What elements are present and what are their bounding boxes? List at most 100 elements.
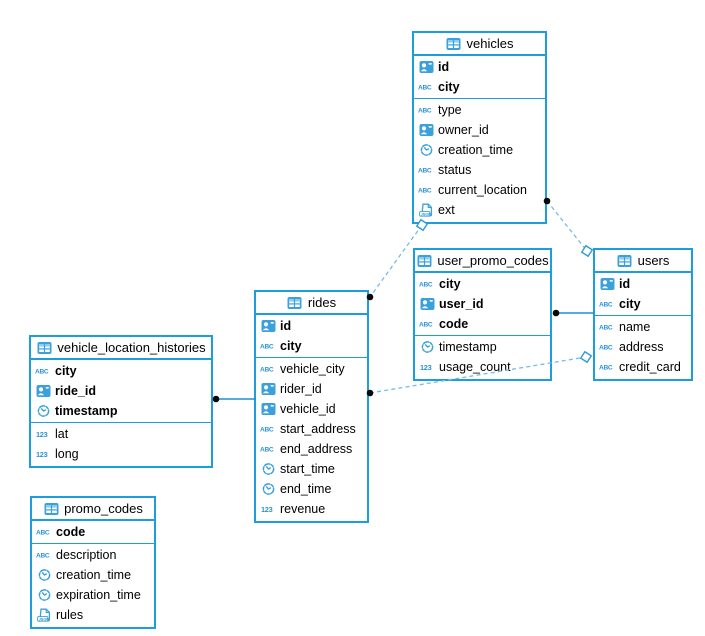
column-label: city bbox=[619, 297, 641, 311]
svg-text:ABC: ABC bbox=[419, 282, 433, 289]
column-row[interactable]: creation_time bbox=[414, 140, 545, 160]
column-row[interactable]: expiration_time bbox=[32, 585, 154, 605]
clock-icon bbox=[260, 462, 276, 476]
svg-text:ABC: ABC bbox=[419, 322, 433, 329]
person-icon bbox=[418, 123, 434, 137]
column-row[interactable]: ABC vehicle_city bbox=[256, 359, 367, 379]
abc-icon: ABC bbox=[36, 525, 52, 539]
column-row[interactable]: id bbox=[256, 316, 367, 336]
column-row[interactable]: timestamp bbox=[415, 337, 550, 357]
column-row[interactable]: timestamp bbox=[31, 401, 211, 421]
svg-text:ABC: ABC bbox=[418, 168, 432, 175]
column-label: city bbox=[55, 364, 77, 378]
table-header[interactable]: promo_codes bbox=[32, 498, 154, 521]
table-header[interactable]: vehicle_location_histories bbox=[31, 337, 211, 360]
column-label: city bbox=[439, 277, 461, 291]
column-row[interactable]: start_time bbox=[256, 459, 367, 479]
column-label: rules bbox=[56, 608, 84, 622]
table-icon bbox=[36, 341, 52, 355]
column-label: creation_time bbox=[438, 143, 514, 157]
svg-text:ABC: ABC bbox=[418, 85, 432, 92]
column-row[interactable]: end_time bbox=[256, 479, 367, 499]
person-icon bbox=[599, 277, 615, 291]
relationship-line-vehicles-users bbox=[546, 200, 588, 252]
num-icon: 123 bbox=[419, 360, 435, 374]
table-header[interactable]: rides bbox=[256, 292, 367, 315]
table-header[interactable]: vehicles bbox=[414, 33, 545, 56]
column-label: ext bbox=[438, 203, 455, 217]
column-row[interactable]: ride_id bbox=[31, 381, 211, 401]
abc-icon: ABC bbox=[260, 362, 276, 376]
column-label: start_time bbox=[280, 462, 335, 476]
table-title: promo_codes bbox=[64, 501, 143, 516]
clock-icon bbox=[418, 143, 434, 157]
column-label: timestamp bbox=[439, 340, 497, 354]
column-row[interactable]: ABC city bbox=[31, 361, 211, 381]
column-row[interactable]: user_id bbox=[415, 294, 550, 314]
relationship-dot-marker bbox=[552, 309, 560, 317]
abc-icon: ABC bbox=[418, 80, 434, 94]
svg-text:ABC: ABC bbox=[599, 365, 613, 372]
relationship-square-marker bbox=[579, 350, 593, 364]
column-label: id bbox=[438, 60, 450, 74]
person-icon bbox=[418, 60, 434, 74]
column-row[interactable]: ABC city bbox=[256, 336, 367, 356]
table-header[interactable]: user_promo_codes bbox=[415, 250, 550, 273]
column-label: revenue bbox=[280, 502, 326, 516]
abc-icon: ABC bbox=[419, 277, 435, 291]
column-row[interactable]: ABC city bbox=[415, 274, 550, 294]
svg-text:ABC: ABC bbox=[260, 427, 274, 434]
num-icon: 123 bbox=[35, 427, 51, 441]
column-row[interactable]: id bbox=[595, 274, 691, 294]
column-row[interactable]: ABC code bbox=[32, 522, 154, 542]
column-label: code bbox=[56, 525, 86, 539]
clock-icon bbox=[419, 340, 435, 354]
table-title: vehicle_location_histories bbox=[57, 340, 206, 355]
column-label: timestamp bbox=[55, 404, 118, 418]
column-row[interactable]: rider_id bbox=[256, 379, 367, 399]
column-row[interactable]: owner_id bbox=[414, 120, 545, 140]
column-row[interactable]: creation_time bbox=[32, 565, 154, 585]
column-label: lat bbox=[55, 427, 69, 441]
abc-icon: ABC bbox=[418, 163, 434, 177]
table-icon bbox=[416, 254, 432, 268]
column-row[interactable]: id bbox=[414, 57, 545, 77]
abc-icon: ABC bbox=[35, 364, 51, 378]
column-label: type bbox=[438, 103, 462, 117]
abc-icon: ABC bbox=[418, 183, 434, 197]
svg-text:ABC: ABC bbox=[35, 369, 49, 376]
svg-text:ABC: ABC bbox=[260, 344, 274, 351]
column-label: vehicle_city bbox=[280, 362, 345, 376]
column-row[interactable]: vehicle_id bbox=[256, 399, 367, 419]
column-row[interactable]: 123 lat bbox=[31, 424, 211, 444]
column-label: city bbox=[280, 339, 302, 353]
table-header[interactable]: users bbox=[595, 250, 691, 273]
